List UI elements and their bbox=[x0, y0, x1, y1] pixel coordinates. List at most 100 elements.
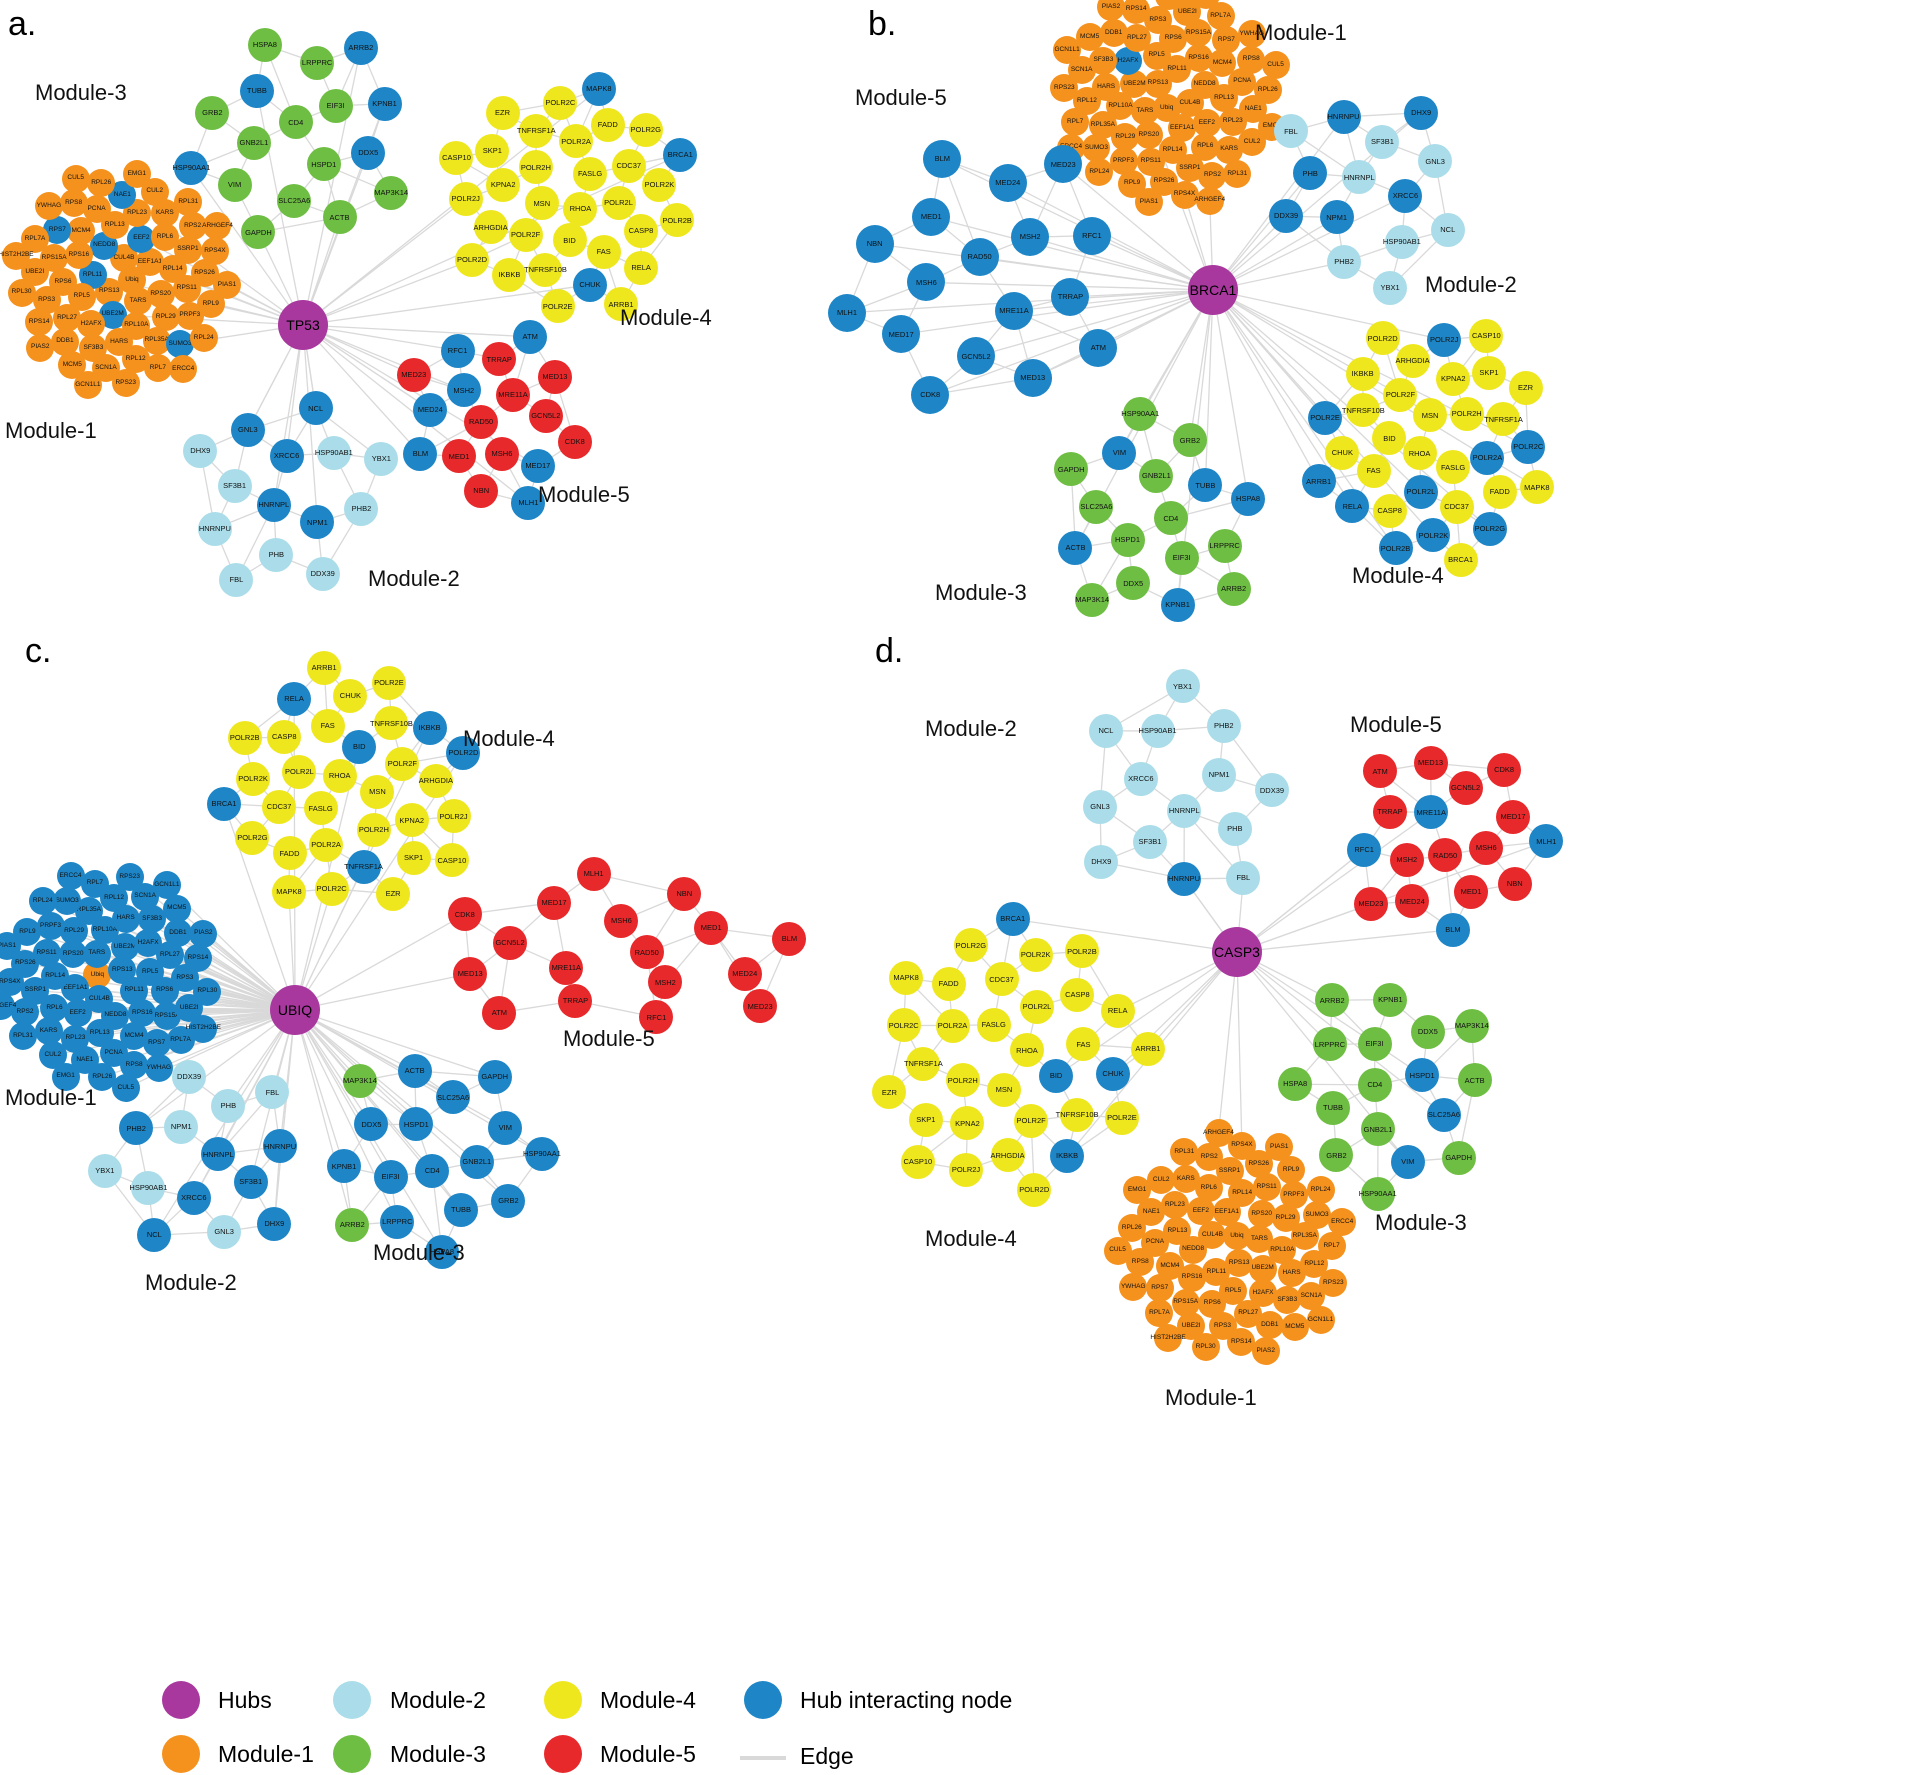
node-YBX1[interactable]: YBX1 bbox=[1165, 669, 1200, 704]
node-RPL26[interactable]: RPL26 bbox=[88, 1063, 117, 1092]
node-MED1[interactable]: MED1 bbox=[1454, 874, 1488, 909]
node-EEF2[interactable]: EEF2 bbox=[127, 224, 156, 253]
node-PIAS2[interactable]: PIAS2 bbox=[1251, 1336, 1280, 1365]
node-DDB1[interactable]: DDB1 bbox=[1099, 18, 1128, 47]
node-HSPA8[interactable]: HSPA8 bbox=[247, 28, 282, 62]
node-MAPK8[interactable]: MAPK8 bbox=[1519, 470, 1554, 505]
node-POLR2J[interactable]: POLR2J bbox=[1427, 322, 1462, 357]
node-GCN5L2[interactable]: GCN5L2 bbox=[957, 337, 996, 376]
node-RPS4X[interactable]: RPS4X bbox=[200, 237, 229, 266]
node-RAD50[interactable]: RAD50 bbox=[960, 238, 999, 277]
node-POLR2H[interactable]: POLR2H bbox=[945, 1063, 980, 1098]
node-NPM1[interactable]: NPM1 bbox=[164, 1109, 199, 1144]
node-DHX9[interactable]: DHX9 bbox=[257, 1206, 292, 1241]
node-PHB2[interactable]: PHB2 bbox=[1206, 709, 1241, 744]
node-RHOA[interactable]: RHOA bbox=[322, 758, 357, 793]
node-HSP90AB1[interactable]: HSP90AB1 bbox=[1139, 713, 1177, 748]
node-ARHGEF4[interactable]: ARHGEF4 bbox=[202, 211, 233, 240]
node-POLR2F[interactable]: POLR2F bbox=[508, 218, 543, 253]
node-RPL26[interactable]: RPL26 bbox=[1253, 75, 1282, 104]
node-CASP10[interactable]: CASP10 bbox=[900, 1144, 935, 1179]
node-POLR2L[interactable]: POLR2L bbox=[282, 754, 317, 789]
node-EEF2[interactable]: EEF2 bbox=[1192, 108, 1221, 137]
node-ACTB[interactable]: ACTB bbox=[397, 1053, 432, 1088]
node-HNRNPL[interactable]: HNRNPL bbox=[201, 1137, 236, 1172]
node-PHB[interactable]: PHB bbox=[1293, 156, 1328, 191]
node-DDX39[interactable]: DDX39 bbox=[1254, 773, 1289, 808]
node-MED1[interactable]: MED1 bbox=[442, 439, 477, 474]
node-EZR[interactable]: EZR bbox=[485, 95, 520, 130]
node-NCL[interactable]: NCL bbox=[1430, 213, 1465, 248]
node-RPS15A[interactable]: RPS15A bbox=[1171, 1288, 1200, 1317]
node-PIAS1[interactable]: PIAS1 bbox=[212, 271, 241, 300]
node-CDK8[interactable]: CDK8 bbox=[911, 376, 950, 415]
node-BRCA1[interactable]: BRCA1 bbox=[663, 137, 698, 172]
node-EIF3I[interactable]: EIF3I bbox=[1164, 541, 1199, 576]
node-GRB2[interactable]: GRB2 bbox=[195, 96, 230, 131]
node-MED24[interactable]: MED24 bbox=[413, 392, 448, 427]
node-GCN1L1[interactable]: GCN1L1 bbox=[152, 870, 181, 899]
node-HNRNPU[interactable]: HNRNPU bbox=[263, 1129, 298, 1164]
node-NBN[interactable]: NBN bbox=[1497, 866, 1532, 901]
node-TARS[interactable]: TARS bbox=[82, 939, 111, 968]
node-TUBB[interactable]: TUBB bbox=[1316, 1090, 1351, 1125]
node-RFC1[interactable]: RFC1 bbox=[1347, 832, 1382, 867]
node-POLR2H[interactable]: POLR2H bbox=[1449, 397, 1484, 432]
node-SLC25A6[interactable]: SLC25A6 bbox=[1426, 1097, 1461, 1132]
node-DDX39[interactable]: DDX39 bbox=[305, 556, 340, 591]
node-LRPPRC[interactable]: LRPPRC bbox=[1312, 1027, 1347, 1062]
node-CASP8[interactable]: CASP8 bbox=[1060, 977, 1095, 1012]
node-MSN[interactable]: MSN bbox=[360, 774, 395, 809]
node-ARHGDIA[interactable]: ARHGDIA bbox=[990, 1138, 1025, 1173]
node-DDX5[interactable]: DDX5 bbox=[354, 1107, 389, 1142]
node-VIM[interactable]: VIM bbox=[488, 1110, 523, 1145]
node-MSH6[interactable]: MSH6 bbox=[1469, 830, 1504, 865]
node-EIF3I[interactable]: EIF3I bbox=[373, 1159, 408, 1194]
node-KARS[interactable]: KARS bbox=[34, 1017, 63, 1046]
node-MED23[interactable]: MED23 bbox=[743, 989, 778, 1024]
node-GCN1L1[interactable]: GCN1L1 bbox=[73, 371, 102, 400]
node-MLH1[interactable]: MLH1 bbox=[511, 486, 546, 521]
node-MRE11A[interactable]: MRE11A bbox=[496, 377, 531, 412]
node-HNRNPU[interactable]: HNRNPU bbox=[197, 511, 232, 546]
node-MCM5[interactable]: MCM5 bbox=[1280, 1312, 1309, 1341]
node-GNB2L1[interactable]: GNB2L1 bbox=[236, 126, 271, 161]
node-ATM[interactable]: ATM bbox=[1079, 329, 1118, 368]
node-HSP90AA1[interactable]: HSP90AA1 bbox=[1359, 1176, 1397, 1211]
node-RPL30[interactable]: RPL30 bbox=[7, 278, 36, 307]
node-POLR2D[interactable]: POLR2D bbox=[455, 242, 490, 277]
node-CUL5[interactable]: CUL5 bbox=[111, 1073, 140, 1102]
node-MAP3K14[interactable]: MAP3K14 bbox=[1075, 583, 1110, 618]
node-RPL12[interactable]: RPL12 bbox=[121, 345, 150, 374]
node-RPL29[interactable]: RPL29 bbox=[151, 302, 180, 331]
node-SUMO3[interactable]: SUMO3 bbox=[166, 329, 195, 358]
node-EMG1[interactable]: EMG1 bbox=[51, 1062, 80, 1091]
node-MED1[interactable]: MED1 bbox=[694, 911, 729, 946]
node-KPNB1[interactable]: KPNB1 bbox=[1373, 982, 1408, 1017]
node-POLR2C[interactable]: POLR2C bbox=[886, 1008, 921, 1043]
node-GCN5L2[interactable]: GCN5L2 bbox=[528, 398, 563, 433]
node-GNB2L1[interactable]: GNB2L1 bbox=[459, 1144, 494, 1179]
node-SUMO3[interactable]: SUMO3 bbox=[1303, 1201, 1332, 1230]
node-YWHAG[interactable]: YWHAG bbox=[1237, 20, 1266, 49]
node-H2AFX[interactable]: H2AFX bbox=[77, 309, 106, 338]
node-POLR2K[interactable]: POLR2K bbox=[642, 167, 677, 202]
node-GAPDH[interactable]: GAPDH bbox=[241, 215, 276, 250]
node-RPL7[interactable]: RPL7 bbox=[80, 869, 109, 898]
node-NPM1[interactable]: NPM1 bbox=[1202, 758, 1237, 793]
node-MSH2[interactable]: MSH2 bbox=[1389, 843, 1424, 878]
node-MSH6[interactable]: MSH6 bbox=[484, 437, 519, 472]
node-EZR[interactable]: EZR bbox=[376, 876, 411, 911]
node-TNFRSF10B[interactable]: TNFRSF10B bbox=[1056, 1097, 1099, 1132]
node-RPL31[interactable]: RPL31 bbox=[1170, 1137, 1199, 1166]
node-BRCA1[interactable]: BRCA1 bbox=[995, 902, 1030, 937]
node-RPS14[interactable]: RPS14 bbox=[183, 944, 212, 973]
node-MED23[interactable]: MED23 bbox=[396, 358, 431, 393]
node-GNL3[interactable]: GNL3 bbox=[1083, 789, 1118, 824]
node-TNFRSF1A[interactable]: TNFRSF1A bbox=[344, 849, 383, 884]
node-RPS2[interactable]: RPS2 bbox=[178, 212, 207, 241]
node-FASLG[interactable]: FASLG bbox=[573, 157, 608, 191]
node-YWHAG[interactable]: YWHAG bbox=[144, 1054, 173, 1083]
node-GRB2[interactable]: GRB2 bbox=[1172, 423, 1207, 458]
node-DHX9[interactable]: DHX9 bbox=[1084, 844, 1119, 879]
